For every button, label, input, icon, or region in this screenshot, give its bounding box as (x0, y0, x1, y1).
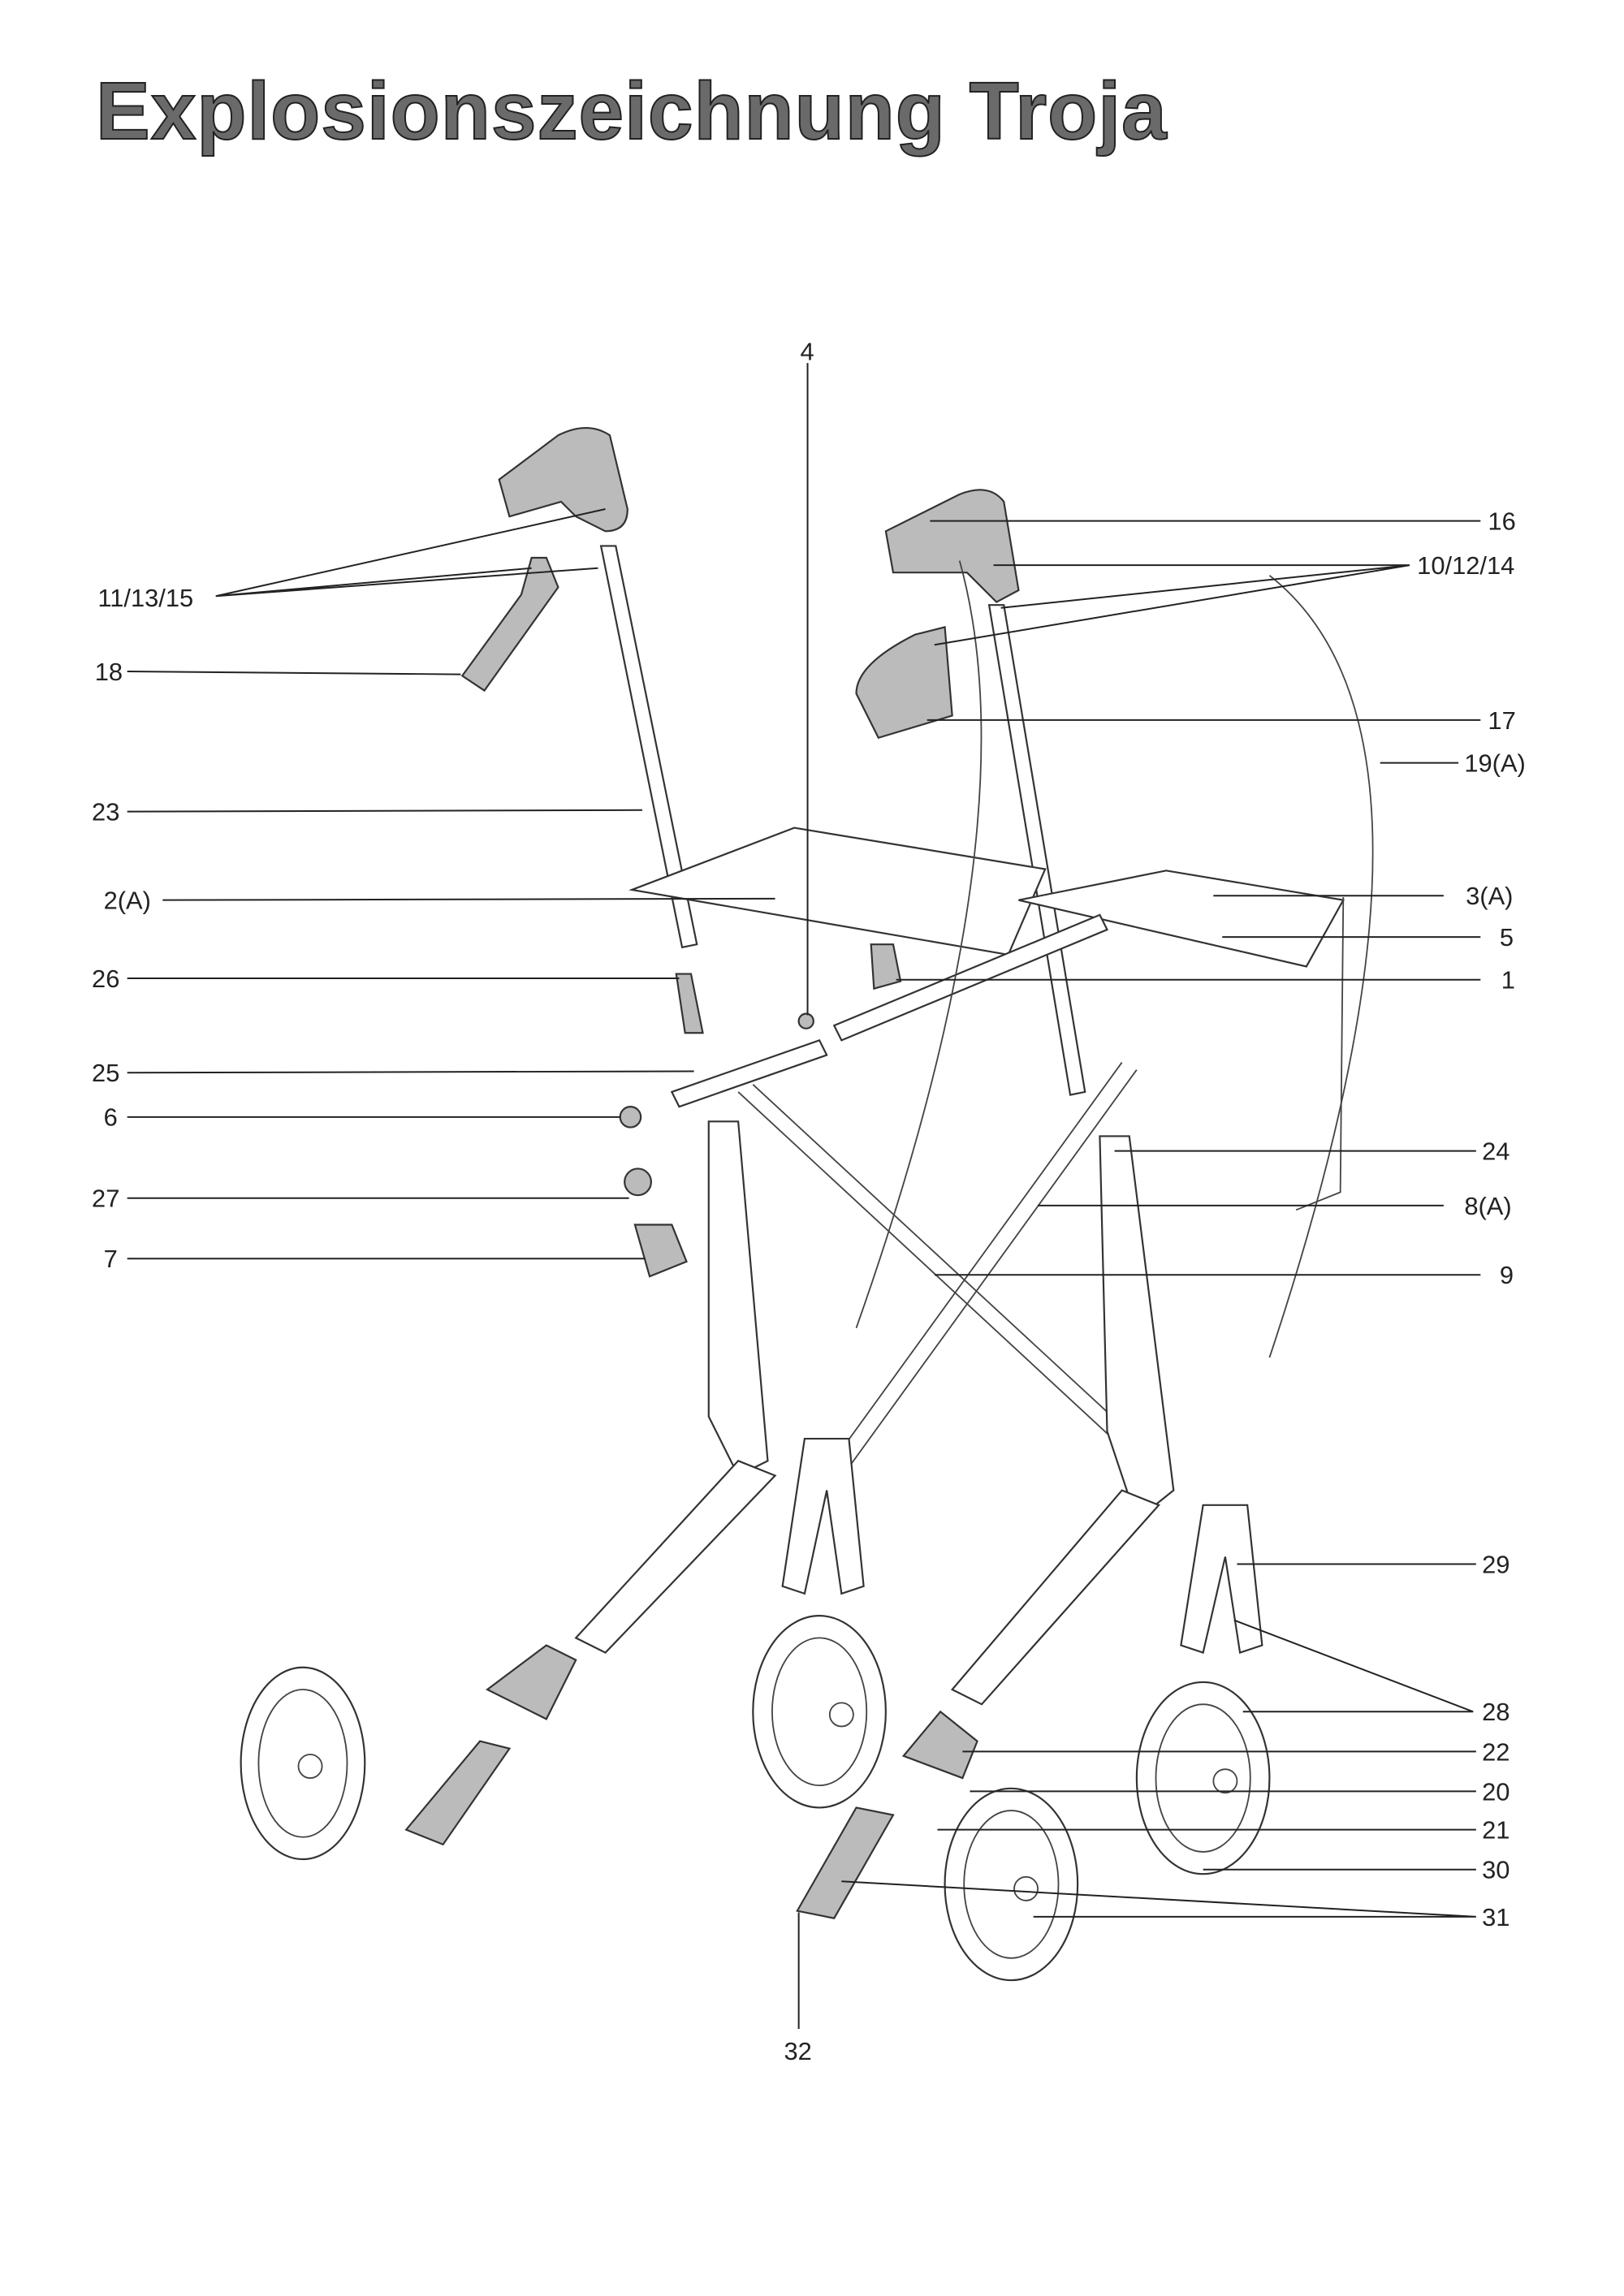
fork-left (781, 1437, 865, 1595)
page-title: Explosionszeichnung Troja (95, 65, 1168, 158)
basket-cable (1295, 897, 1345, 1211)
part-26 (675, 973, 704, 1034)
leader-lines (127, 363, 1481, 2030)
label-1: 1 (1501, 966, 1515, 995)
wheel-front-left (752, 1615, 887, 1809)
part-4 (797, 1012, 814, 1029)
label-20: 20 (1482, 1777, 1510, 1806)
left-lower-tube (574, 1460, 777, 1654)
label-9: 9 (1500, 1261, 1514, 1289)
right-post (987, 604, 1086, 1096)
foot-right (796, 1806, 895, 1919)
label-28: 28 (1482, 1698, 1510, 1726)
label-10-12-14: 10/12/14 (1417, 551, 1514, 580)
label-16: 16 (1488, 507, 1515, 535)
part-7 (633, 1224, 688, 1278)
wheel-rear-left (240, 1666, 366, 1861)
part-6 (619, 1106, 642, 1129)
left-handle (498, 427, 628, 533)
label-17: 17 (1488, 706, 1515, 735)
label-18: 18 (95, 658, 123, 686)
label-23: 23 (92, 798, 119, 826)
left-brake-lever (460, 556, 559, 693)
right-brake-lever (855, 626, 953, 740)
part-labels: 11/13/15 18 23 2(A) 26 25 6 27 7 4 16 10… (92, 337, 1526, 2065)
brake-block-left (486, 1644, 577, 1720)
brake-block-right (901, 1710, 978, 1780)
label-26: 26 (92, 965, 119, 993)
front-crossbar (670, 1038, 828, 1108)
right-lower-tube (950, 1489, 1160, 1706)
label-8a: 8(A) (1464, 1192, 1511, 1220)
label-3a: 3(A) (1466, 882, 1513, 910)
left-post (599, 545, 698, 949)
label-30: 30 (1482, 1856, 1510, 1884)
left-frame (707, 1120, 769, 1477)
part-27 (624, 1167, 652, 1197)
fork-right (1180, 1504, 1263, 1655)
wheel-front-right (1135, 1681, 1271, 1875)
x-frame-b (811, 1062, 1138, 1499)
walker-parts (240, 427, 1374, 1982)
wheel-rear-right (944, 1787, 1079, 1982)
label-21: 21 (1482, 1816, 1510, 1845)
x-frame-a (737, 1084, 1145, 1461)
right-frame (1099, 1135, 1175, 1521)
label-11-13-15: 11/13/15 (97, 584, 193, 612)
label-25: 25 (92, 1059, 119, 1087)
label-5: 5 (1500, 923, 1514, 952)
seat-right (1018, 870, 1345, 968)
right-handle (884, 489, 1020, 603)
label-24: 24 (1482, 1137, 1510, 1166)
label-6: 6 (104, 1103, 118, 1132)
label-31: 31 (1482, 1903, 1510, 1931)
seat-left (628, 826, 1047, 956)
label-4: 4 (800, 337, 814, 365)
label-22: 22 (1482, 1737, 1510, 1766)
label-27: 27 (92, 1185, 119, 1213)
brake-cable-left (855, 560, 983, 1329)
label-29: 29 (1482, 1550, 1510, 1578)
crossbar (832, 913, 1108, 1042)
brake-cable-19 (1268, 575, 1374, 1358)
label-7: 7 (104, 1245, 118, 1273)
label-32: 32 (784, 2037, 811, 2065)
label-19a: 19(A) (1464, 749, 1525, 778)
part-1 (870, 943, 902, 990)
foot-left (404, 1740, 512, 1846)
label-2a: 2(A) (104, 887, 151, 915)
